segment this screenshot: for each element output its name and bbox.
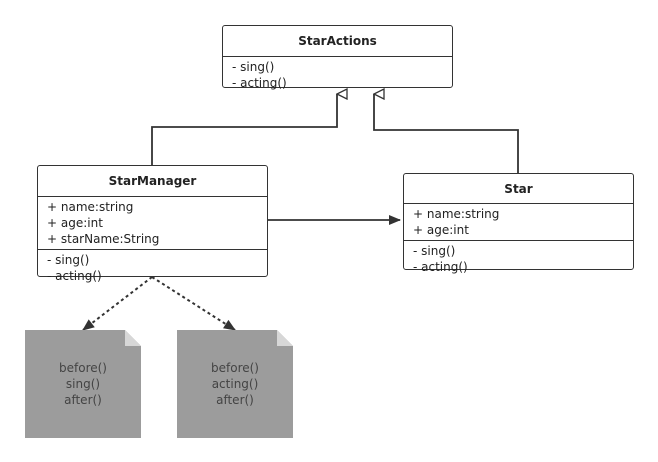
method-sing: - sing() [413,244,456,258]
note-line: before() [59,361,107,375]
class-star[interactable]: Star + name:string + age:int - sing() - … [403,173,634,274]
dotted-link-note-2 [151,276,236,331]
class-staractions[interactable]: StarActions - sing() - acting() [222,25,453,90]
attribute-age: + age:int [47,216,103,230]
note-line: before() [211,361,259,375]
note-fold-corner [277,330,293,346]
class-starmanager[interactable]: StarManager + name:string + age:int + st… [37,165,268,283]
methods-compartment: - sing() - acting() [404,241,633,277]
method-acting: - acting() [47,269,102,283]
method-acting: - acting() [232,76,287,90]
note-line: after() [216,393,254,407]
realization-star-to-staractions [374,94,519,173]
attribute-name: + name:string [47,200,134,214]
dotted-link-note-1 [82,276,153,331]
method-sing: - sing() [232,60,275,74]
note-line: after() [64,393,102,407]
realization-starmanager-to-staractions [151,94,337,165]
methods-compartment: - sing() - acting() [38,250,267,286]
note-line: sing() [65,377,101,391]
attribute-name: + name:string [413,207,500,221]
note-fold-corner [125,330,141,346]
method-sing: - sing() [47,253,90,267]
attributes-compartment: + name:string + age:int [404,204,633,241]
method-acting: - acting() [413,260,468,274]
note-sing[interactable]: before() sing() after() [25,330,141,438]
methods-compartment: - sing() - acting() [223,57,452,93]
attribute-age: + age:int [413,223,469,237]
class-name: Star [404,174,633,204]
note-line: acting() [211,377,259,391]
class-name: StarManager [38,166,267,197]
class-name: StarActions [223,26,452,57]
note-acting[interactable]: before() acting() after() [177,330,293,438]
attribute-starname: + starName:String [47,232,160,246]
attributes-compartment: + name:string + age:int + starName:Strin… [38,197,267,250]
